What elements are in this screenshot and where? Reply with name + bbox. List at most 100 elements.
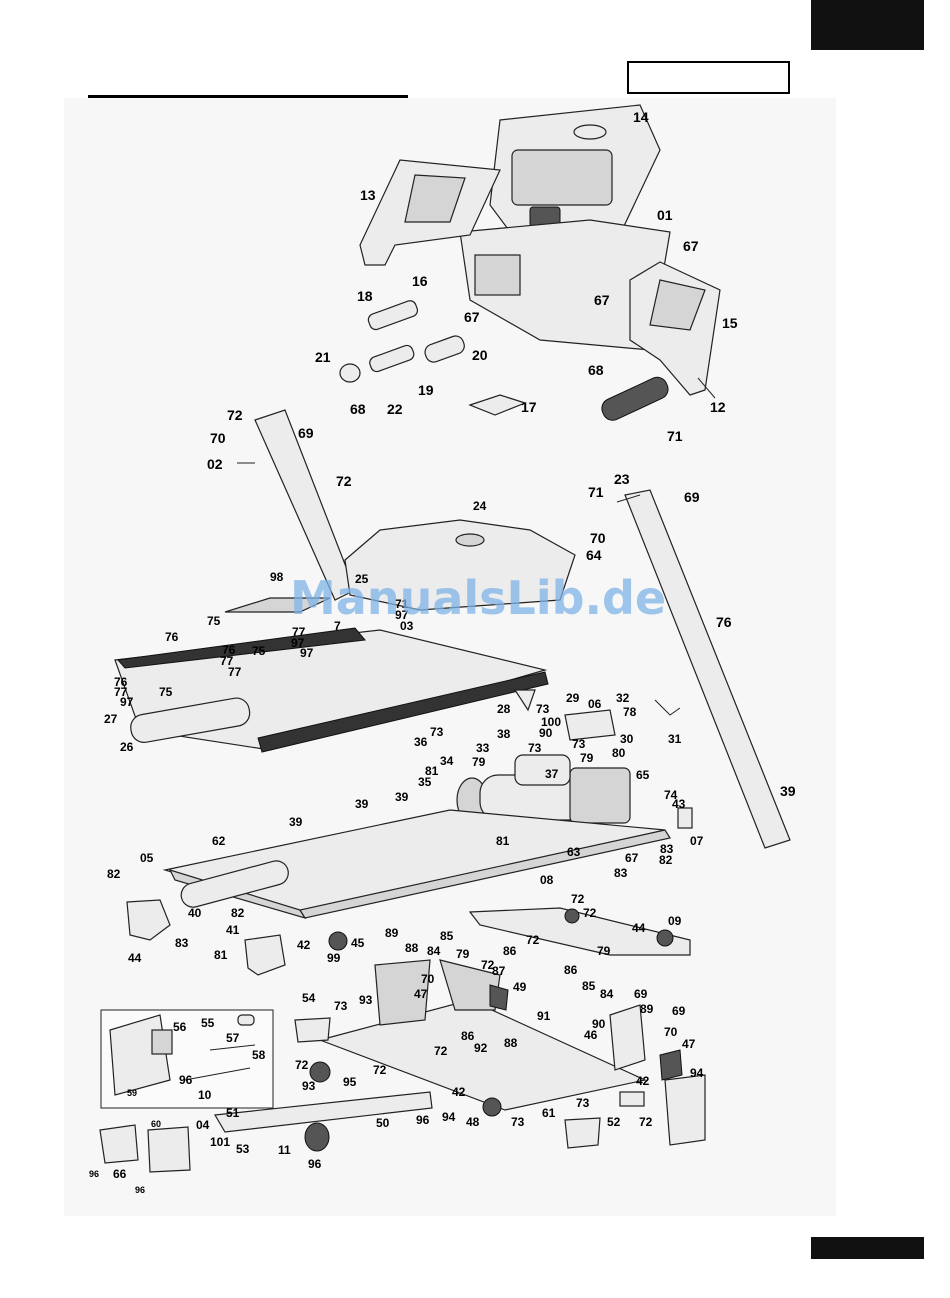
part-label: 100 — [541, 715, 561, 729]
part-label: 91 — [537, 1009, 551, 1023]
header-rule — [88, 95, 408, 98]
part-label: 69 — [298, 425, 314, 441]
part-label: 72 — [481, 958, 495, 972]
part-label: 44 — [128, 951, 142, 965]
part-label: 85 — [440, 929, 454, 943]
part-label: 69 — [684, 489, 700, 505]
deck-drawing — [114, 627, 549, 753]
part-label: 87 — [492, 964, 506, 978]
part-label: 20 — [472, 347, 488, 363]
part-label: 18 — [357, 288, 373, 304]
part-label: 03 — [400, 619, 414, 633]
part-label: 90 — [539, 726, 553, 740]
part-label: 73 — [528, 741, 542, 755]
part-label: 61 — [542, 1106, 556, 1120]
part-label: 94 — [442, 1110, 456, 1124]
part-label: 70 — [590, 530, 606, 546]
part-label: 47 — [682, 1037, 696, 1051]
corner-tab-top — [811, 0, 924, 50]
part-label: 39 — [355, 797, 369, 811]
part-label: 56 — [173, 1020, 187, 1034]
part-label: 73 — [536, 702, 550, 716]
part-label: 09 — [668, 914, 682, 928]
part-label: 73 — [430, 725, 444, 739]
part-label: 76 — [114, 675, 128, 689]
part-label: 72 — [227, 407, 243, 423]
part-label: 69 — [672, 1004, 686, 1018]
part-label: 16 — [412, 273, 428, 289]
part-label: 73 — [576, 1096, 590, 1110]
part-label: 83 — [660, 842, 674, 856]
part-label: 101 — [210, 1135, 230, 1149]
part-label: 80 — [612, 746, 626, 760]
part-label: 45 — [351, 936, 365, 950]
part-label: 57 — [226, 1031, 240, 1045]
part-label: 08 — [540, 873, 554, 887]
part-label: 40 — [188, 906, 202, 920]
part-label: 35 — [418, 775, 432, 789]
part-label: 29 — [566, 691, 580, 705]
part-label: 97 — [300, 646, 314, 660]
part-label: 92 — [474, 1041, 488, 1055]
part-label: 89 — [385, 926, 399, 940]
part-label: 68 — [588, 362, 604, 378]
part-label: 14 — [633, 109, 649, 125]
watermark: ManualsLib.de — [290, 571, 666, 625]
part-label: 66 — [113, 1167, 127, 1181]
part-label: 46 — [584, 1028, 598, 1042]
part-label: 71 — [395, 597, 409, 611]
part-label: 75 — [252, 644, 266, 658]
part-label: 90 — [592, 1017, 606, 1031]
part-label: 75 — [207, 614, 221, 628]
part-label: 31 — [668, 732, 682, 746]
part-label: 17 — [521, 399, 537, 415]
part-labels: 14 13 01 67 16 18 15 67 67 21 20 68 19 6… — [89, 109, 796, 1195]
part-label: 97 — [395, 608, 409, 622]
part-label: 77 — [292, 625, 306, 639]
part-label: 39 — [780, 783, 796, 799]
part-label: 72 — [639, 1115, 653, 1129]
part-label: 19 — [418, 382, 434, 398]
part-label: 49 — [513, 980, 527, 994]
console-drawings — [339, 104, 721, 421]
part-label: 68 — [350, 401, 366, 417]
part-label: 42 — [297, 938, 311, 952]
part-label: 73 — [334, 999, 348, 1013]
motor-hood-drawing — [224, 519, 576, 613]
part-label: 99 — [327, 951, 341, 965]
part-label: 65 — [636, 768, 650, 782]
part-label: 93 — [302, 1079, 316, 1093]
part-label: 62 — [212, 834, 226, 848]
part-label: 33 — [476, 741, 490, 755]
part-label: 15 — [722, 315, 738, 331]
part-label: 77 — [228, 665, 242, 679]
part-label: 84 — [427, 944, 441, 958]
part-label: 42 — [452, 1085, 466, 1099]
motor-drawing — [456, 689, 681, 824]
part-label: 97 — [120, 695, 134, 709]
part-label: 25 — [355, 572, 369, 586]
part-label: 81 — [214, 948, 228, 962]
part-label: 71 — [667, 428, 683, 444]
part-label: 63 — [567, 845, 581, 859]
part-label: 44 — [632, 921, 646, 935]
part-label: 73 — [572, 737, 586, 751]
part-label: 39 — [289, 815, 303, 829]
part-label: 96 — [179, 1073, 193, 1087]
part-label: 30 — [620, 732, 634, 746]
part-label: 85 — [582, 979, 596, 993]
part-label: 86 — [461, 1029, 475, 1043]
part-label: 54 — [302, 991, 316, 1005]
part-label: 82 — [107, 867, 121, 881]
part-label: 76 — [165, 630, 179, 644]
part-label: 72 — [571, 892, 585, 906]
part-label: 27 — [104, 712, 118, 726]
part-label: 7 — [334, 619, 341, 633]
part-label: 36 — [414, 735, 428, 749]
part-label: 72 — [336, 473, 352, 489]
header-box — [627, 61, 790, 94]
part-label: 95 — [343, 1075, 357, 1089]
part-label: 72 — [583, 906, 597, 920]
corner-tab-bottom — [811, 1237, 924, 1259]
part-label: 86 — [503, 944, 517, 958]
